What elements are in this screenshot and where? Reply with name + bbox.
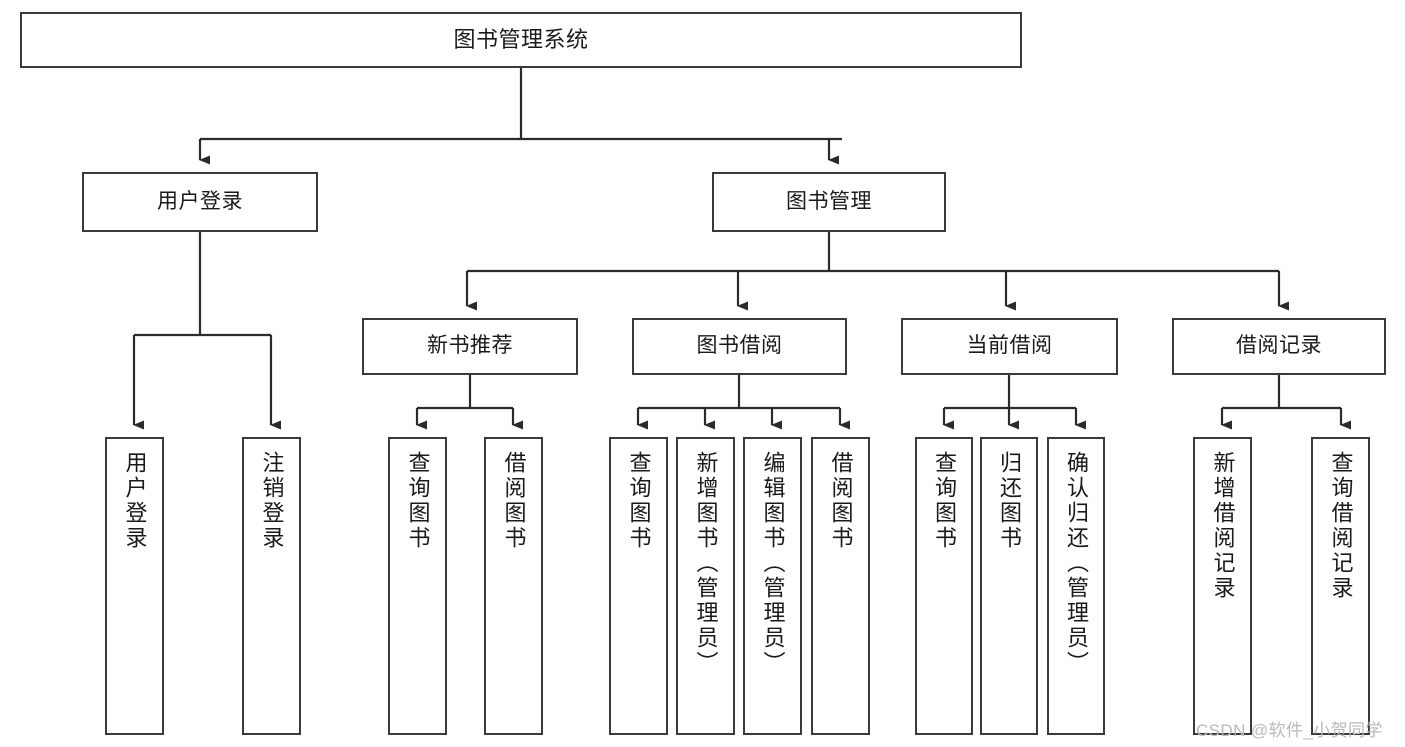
leaf-logout-login[interactable]: 注销登录: [242, 437, 301, 735]
node-label: 查询图书: [405, 451, 431, 551]
node-current-borrow[interactable]: 当前借阅: [901, 318, 1118, 375]
node-label: 图书管理系统: [453, 27, 589, 53]
leaf-add-borrow-record[interactable]: 新增借阅记录: [1193, 437, 1252, 735]
node-label: 确认归还（管理员）: [1064, 451, 1089, 676]
node-label: 借阅记录: [1236, 334, 1322, 358]
node-label: 编辑图书（管理员）: [760, 451, 786, 676]
node-borrow-record[interactable]: 借阅记录: [1172, 318, 1386, 375]
node-label: 查询借阅记录: [1328, 451, 1354, 601]
node-book-management[interactable]: 图书管理: [712, 172, 946, 232]
leaf-query-borrow-record[interactable]: 查询借阅记录: [1311, 437, 1370, 735]
node-label: 用户登录: [122, 451, 148, 551]
node-label: 用户登录: [157, 189, 243, 213]
leaf-add-book[interactable]: 新增图书（管理员）: [676, 437, 735, 735]
leaf-query-book-current[interactable]: 查询图书: [915, 437, 973, 735]
node-book-borrow[interactable]: 图书借阅: [632, 318, 847, 375]
node-user-login[interactable]: 用户登录: [82, 172, 318, 232]
leaf-borrow-book[interactable]: 借阅图书: [811, 437, 870, 735]
node-label: 当前借阅: [966, 334, 1053, 358]
node-new-book-recommend[interactable]: 新书推荐: [362, 318, 578, 375]
leaf-confirm-return[interactable]: 确认归还（管理员）: [1047, 437, 1105, 735]
leaf-user-login[interactable]: 用户登录: [105, 437, 164, 735]
leaf-query-book-new-book[interactable]: 查询图书: [388, 437, 447, 735]
node-label: 新书推荐: [427, 334, 513, 358]
node-label: 注销登录: [259, 451, 285, 551]
leaf-query-book-borrow[interactable]: 查询图书: [609, 437, 668, 735]
node-label: 归还图书: [997, 451, 1022, 551]
node-root-book-management-system[interactable]: 图书管理系统: [20, 12, 1022, 68]
node-label: 查询图书: [932, 451, 957, 551]
node-label: 新增借阅记录: [1210, 451, 1236, 601]
leaf-edit-book[interactable]: 编辑图书（管理员）: [743, 437, 802, 735]
node-label: 借阅图书: [501, 451, 527, 551]
leaf-return-book[interactable]: 归还图书: [980, 437, 1038, 735]
node-label: 借阅图书: [828, 451, 854, 551]
csdn-watermark: CSDN @软件_小贺同学: [1196, 721, 1383, 740]
node-label: 新增图书（管理员）: [693, 451, 719, 676]
node-label: 图书借阅: [696, 334, 783, 358]
leaf-borrow-book-new-book[interactable]: 借阅图书: [484, 437, 543, 735]
node-label: 查询图书: [626, 451, 652, 551]
node-label: 图书管理: [786, 189, 872, 213]
